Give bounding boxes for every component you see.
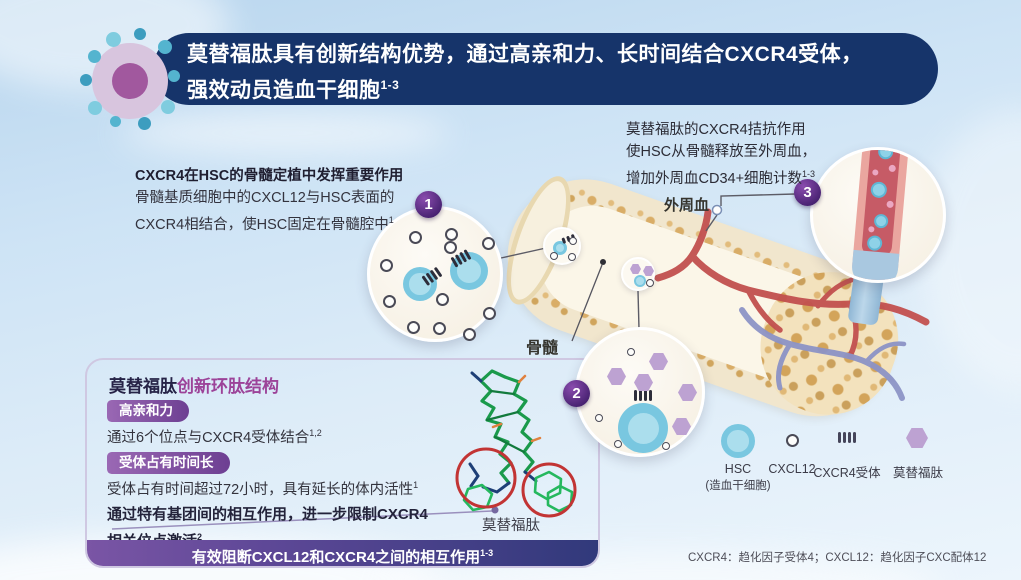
- cxcl12-ring-icon: [627, 348, 635, 356]
- hsc-cell-icon: [634, 275, 646, 287]
- receptor-occupancy-pill: 受体占有时间长: [107, 452, 230, 474]
- bone-marrow-label: 骨髓: [526, 340, 559, 357]
- cxcl12-ring-icon: [482, 237, 495, 250]
- blocking-banner: 有效阻断CXCL12和CXCR4之间的相互作用1-3: [87, 540, 598, 566]
- cxcl12-ring-icon: [409, 231, 422, 244]
- motixafortide-hexagon-icon: [634, 374, 653, 391]
- header-citation: 1-3: [380, 78, 400, 92]
- right-note: 莫替福肽的CXCR4拮抗作用 使HSC从骨髓释放至外周血， 增加外周血CD34+…: [626, 122, 817, 187]
- molecule-label: 莫替福肽: [482, 518, 540, 534]
- cxcl12-ring-icon: [483, 307, 496, 320]
- cxcl12-ring-icon: [436, 293, 449, 306]
- marrow-detail-circle-a: [543, 227, 581, 265]
- cxcl12-ring-icon: [380, 259, 393, 272]
- header-banner: 莫替福肽具有创新结构优势，通过高亲和力、长时间结合CXCR4受体， 强效动员造血…: [153, 33, 938, 105]
- legend-label-motixafortide: 莫替福肽: [892, 466, 943, 480]
- cxcl12-ring-icon: [569, 237, 577, 245]
- cxcl12-ring-icon: [463, 328, 476, 341]
- cxcl12-ring-icon: [786, 434, 799, 447]
- step-2-badge: 2: [563, 380, 590, 407]
- cloud-shape: [120, 112, 450, 154]
- cxcl12-ring-icon: [646, 279, 654, 287]
- cxcl12-ring-icon: [614, 440, 622, 448]
- structure-box-title-purple: 创新环肽结构: [177, 377, 279, 396]
- motixafortide-hexagon-icon: [630, 264, 641, 274]
- legend-label-cxcl12: CXCL12: [768, 462, 816, 476]
- motixafortide-hexagon-icon: [643, 266, 654, 276]
- cxcl12-ring-icon: [662, 442, 670, 450]
- header-line1: 莫替福肽具有创新结构优势，通过高亲和力、长时间结合CXCR4受体，: [187, 43, 863, 66]
- motixafortide-hexagon-icon: [678, 384, 697, 401]
- legend-label-hsc: HSC: [724, 462, 752, 476]
- structure-box-title: 莫替福肽创新环肽结构: [109, 372, 279, 397]
- legend-label-hsc-sub: (造血干细胞): [705, 480, 771, 492]
- high-affinity-text: 通过6个位点与CXCR4受体结合1,2: [107, 428, 322, 446]
- cxcl12-ring-icon: [568, 253, 576, 261]
- cxcl12-ring-icon: [550, 252, 558, 260]
- step-1-badge: 1: [415, 191, 442, 218]
- marrow-detail-circle-b: [621, 257, 655, 291]
- high-affinity-pill: 高亲和力: [107, 400, 189, 422]
- step-3-badge: 3: [794, 179, 821, 206]
- left-note-heading: CXCR4在HSC的骨髓定植中发挥重要作用: [135, 168, 404, 184]
- cxcr4-receptor-icon: [634, 390, 652, 401]
- legend-label-cxcr4: CXCR4受体: [813, 466, 881, 480]
- cxcl12-ring-icon: [407, 321, 420, 334]
- cxcl12-ring-icon: [445, 228, 458, 241]
- cxcl12-ring-icon: [433, 322, 446, 335]
- header-line2: 强效动员造血干细胞: [187, 79, 381, 102]
- motixafortide-hexagon-icon: [607, 368, 626, 385]
- structure-box-title-dark: 莫替福肽: [109, 377, 177, 396]
- motixafortide-hexagon-icon: [906, 428, 928, 448]
- receptor-occupancy-text: 受体占有时间超过72小时，具有延长的体内活性1: [107, 480, 419, 498]
- motixafortide-hexagon-icon: [649, 353, 668, 370]
- cxcl12-ring-icon: [444, 241, 457, 254]
- blood-vessel-vein-segment: [850, 249, 900, 280]
- cxcr4-receptor-icon: [838, 432, 856, 443]
- left-note: CXCR4在HSC的骨髓定植中发挥重要作用 骨髓基质细胞中的CXCL12与HSC…: [135, 168, 404, 233]
- step1-detail-circle: [367, 206, 503, 342]
- motixafortide-hexagon-icon: [672, 418, 691, 435]
- peripheral-blood-label: 外周血: [664, 197, 710, 214]
- hsc-cell-icon: [721, 424, 755, 458]
- footnote: CXCR4：趋化因子受体4；CXCL12：趋化因子CXC配体12: [688, 552, 987, 564]
- cxcl12-ring-icon: [595, 414, 603, 422]
- hsc-cell-icon: [553, 241, 567, 255]
- step3-detail-circle: [810, 147, 946, 283]
- cxcl12-ring-icon: [383, 295, 396, 308]
- hsc-cell-icon: [618, 403, 668, 453]
- cell-cluster-icon: [76, 22, 186, 140]
- step2-detail-circle: [575, 327, 705, 457]
- structure-info-box: 莫替福肽创新环肽结构 高亲和力 通过6个位点与CXCR4受体结合1,2 受体占有…: [85, 358, 600, 568]
